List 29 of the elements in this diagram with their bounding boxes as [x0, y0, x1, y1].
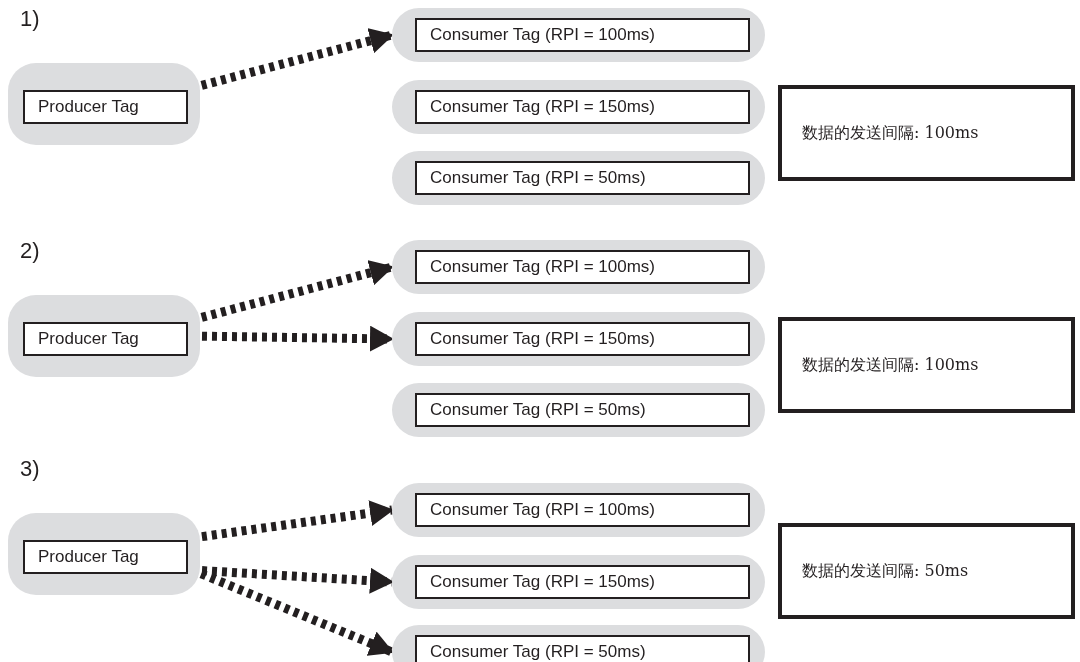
rounded-band — [8, 513, 200, 595]
interval-box: 数据的发送间隔: 100ms — [778, 85, 1075, 181]
tag-box: Consumer Tag (RPI = 50ms) — [415, 393, 750, 427]
step-number: 3) — [20, 456, 40, 482]
tag-box: Consumer Tag (RPI = 50ms) — [415, 635, 750, 662]
rounded-band — [392, 151, 765, 205]
tag-box: Consumer Tag (RPI = 50ms) — [415, 161, 750, 195]
tag-box: Consumer Tag (RPI = 100ms) — [415, 18, 750, 52]
tag-box: Consumer Tag (RPI = 150ms) — [415, 322, 750, 356]
step-number: 1) — [20, 6, 40, 32]
rounded-band — [392, 8, 765, 62]
tag-box: Producer Tag — [23, 322, 188, 356]
rounded-band — [392, 483, 765, 537]
tag-box: Producer Tag — [23, 90, 188, 124]
tag-box: Producer Tag — [23, 540, 188, 574]
tag-box: Consumer Tag (RPI = 100ms) — [415, 250, 750, 284]
rounded-band — [392, 240, 765, 294]
rounded-band — [392, 80, 765, 134]
tag-box: Consumer Tag (RPI = 150ms) — [415, 90, 750, 124]
interval-box: 数据的发送间隔: 100ms — [778, 317, 1075, 413]
rounded-band — [392, 383, 765, 437]
tag-box: Consumer Tag (RPI = 150ms) — [415, 565, 750, 599]
rounded-band — [392, 555, 765, 609]
rounded-band — [392, 312, 765, 366]
step-number: 2) — [20, 238, 40, 264]
tag-box: Consumer Tag (RPI = 100ms) — [415, 493, 750, 527]
rounded-band — [8, 295, 200, 377]
interval-box: 数据的发送间隔: 50ms — [778, 523, 1075, 619]
rounded-band — [8, 63, 200, 145]
